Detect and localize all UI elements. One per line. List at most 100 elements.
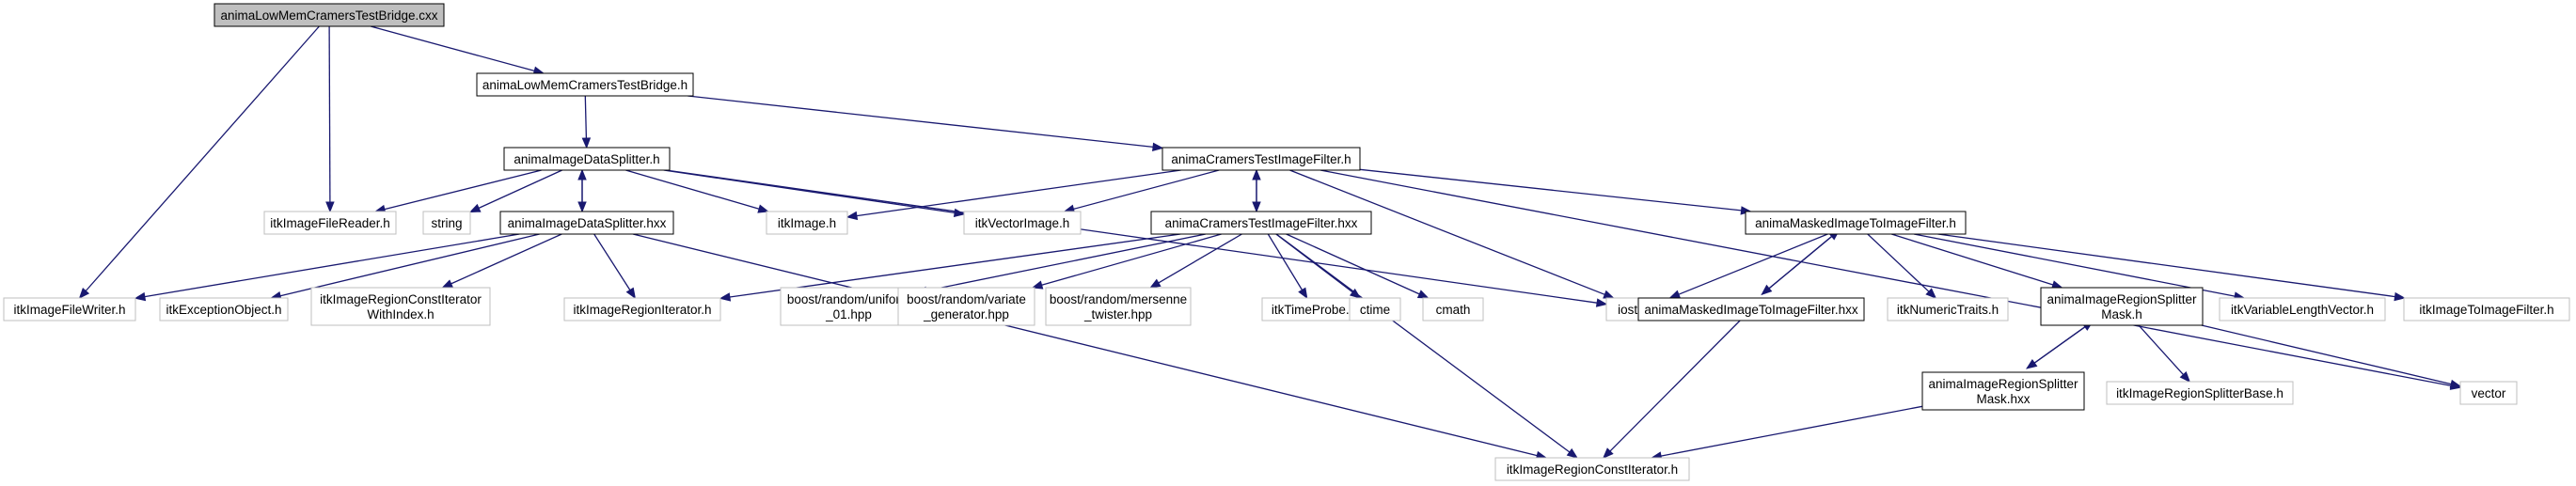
file-node-itkImageFileWriter: itkImageFileWriter.h <box>3 297 136 321</box>
file-node-box <box>1261 297 1367 321</box>
file-node-label: _twister.hpp <box>1083 307 1152 321</box>
file-node-box <box>2459 381 2518 405</box>
file-node-label: animaMaskedImageToImageFilter.hxx <box>1644 303 1858 317</box>
file-node-cramers_h[interactable]: animaCramersTestImageFilter.h <box>1162 147 1361 171</box>
file-node-label: itkImage.h <box>778 216 836 230</box>
file-node-label: string <box>431 216 462 230</box>
file-node-label: animaMaskedImageToImageFilter.h <box>1755 216 1956 230</box>
include-edge-masked_hxx-to-itkRegionConstIterator <box>1609 320 1741 452</box>
file-node-root[interactable]: animaLowMemCramersTestBridge.cxx <box>213 3 445 27</box>
include-edge-regsplit_h-to-itkRegionSplitterBase <box>2138 324 2184 376</box>
file-node-box <box>2403 297 2570 321</box>
file-node-box <box>1637 297 1865 321</box>
file-node-box <box>1162 147 1361 171</box>
file-node-box <box>310 287 491 326</box>
file-node-masked_h[interactable]: animaMaskedImageToImageFilter.h <box>1745 211 1967 235</box>
file-node-itkVariableLengthVector: itkVariableLengthVector.h <box>2219 297 2386 321</box>
include-edge-root-to-itkImageFileReader <box>328 25 331 203</box>
include-edge-splitter_h-to-iostream <box>666 169 1598 304</box>
file-node-box <box>766 211 848 235</box>
include-arrowhead-cramers_hxx-to-itkRegionIterator <box>719 292 732 302</box>
include-edge-masked_h-to-iostream <box>1678 233 1828 295</box>
include-edge-regsplit_hxx-to-regsplit_h <box>2026 326 2086 369</box>
include-arrowhead-regsplit_h-to-itkRegionSplitterBase <box>2179 371 2191 383</box>
file-node-box <box>1745 211 1967 235</box>
file-node-masked_hxx[interactable]: animaMaskedImageToImageFilter.hxx <box>1637 297 1865 321</box>
file-node-box <box>1150 211 1372 235</box>
include-edge-cramers_hxx-to-itkRegionConstIterator <box>1275 233 1571 453</box>
file-node-box <box>2219 297 2386 321</box>
file-node-label: _generator.hpp <box>923 307 1009 321</box>
file-node-label: Mask.h <box>2101 307 2142 321</box>
file-node-label: animaLowMemCramersTestBridge.h <box>482 78 687 92</box>
file-node-label: animaCramersTestImageFilter.hxx <box>1165 216 1358 230</box>
file-node-box <box>499 211 674 235</box>
file-node-splitter_hxx[interactable]: animaImageDataSplitter.hxx <box>499 211 674 235</box>
file-node-box <box>963 211 1082 235</box>
file-node-box <box>3 297 136 321</box>
file-node-bridge_h[interactable]: animaLowMemCramersTestBridge.h <box>476 72 694 97</box>
file-node-box <box>1045 287 1192 326</box>
file-node-box <box>213 3 445 27</box>
file-node-splitter_h[interactable]: animaImageDataSplitter.h <box>503 147 671 171</box>
file-node-label: itkImageToImageFilter.h <box>2419 303 2553 317</box>
file-node-box <box>1921 371 2085 411</box>
file-node-box <box>563 297 721 321</box>
include-edge-splitter_hxx-to-itkExceptionObject <box>279 233 540 297</box>
file-node-box <box>476 72 694 97</box>
include-edge-splitter_h-to-itkImageFileReader <box>384 169 542 211</box>
include-edge-masked_h-to-itkNumericTraits <box>1867 233 1930 292</box>
include-arrowhead-splitter_hxx-to-splitter_h <box>577 168 587 180</box>
include-arrowhead-masked_h-to-itkImageToImageFilter <box>2394 291 2406 302</box>
include-arrowhead-masked_hxx-to-itkRegionConstIterator <box>1602 447 1614 459</box>
file-node-label: itkVectorImage.h <box>975 216 1070 230</box>
include-edge-root-to-itkImageFileWriter <box>85 25 320 291</box>
include-edge-cramers_hxx-to-itkRegionIterator <box>729 233 1181 298</box>
file-node-boost_variate: boost/random/variate_generator.hpp <box>897 287 1035 326</box>
file-node-itkRegionIterator: itkImageRegionIterator.h <box>563 297 721 321</box>
file-node-itkRegionSplitterBase: itkImageRegionSplitterBase.h <box>2106 381 2294 405</box>
file-node-label: boost/random/mersenne <box>1050 292 1187 306</box>
file-node-itkTimeProbe: itkTimeProbe.h <box>1261 297 1367 321</box>
file-node-cmath: cmath <box>1422 297 1484 321</box>
include-edge-root-to-bridge_h <box>370 25 535 72</box>
file-node-label: itkTimeProbe.h <box>1272 303 1356 317</box>
include-edge-cramers_h-to-masked_h <box>1359 168 1742 212</box>
include-arrowhead-cramers_hxx-to-ctime <box>1349 288 1362 299</box>
include-edge-cramers_h-to-itkVectorImage <box>1073 169 1220 211</box>
include-arrowhead-root-to-itkImageFileWriter <box>78 288 90 300</box>
file-node-box <box>503 147 671 171</box>
file-node-label: itkImageRegionConstIterator.h <box>1507 462 1678 477</box>
include-edge-cramers_hxx-to-boost_uniform <box>925 233 1207 291</box>
file-node-itkImageToImageFilter: itkImageToImageFilter.h <box>2403 297 2570 321</box>
file-node-label: itkNumericTraits.h <box>1897 303 1999 317</box>
include-edge-bridge_h-to-cramers_h <box>687 95 1154 149</box>
file-node-label: animaCramersTestImageFilter.h <box>1171 152 1351 166</box>
file-node-label: animaLowMemCramersTestBridge.cxx <box>220 8 437 23</box>
include-edge-cramers_hxx-to-boost_mersenne <box>1158 233 1242 284</box>
include-arrowhead-root-to-itkImageFileReader <box>325 201 335 213</box>
file-node-box <box>897 287 1035 326</box>
file-node-cramers_hxx[interactable]: animaCramersTestImageFilter.hxx <box>1150 211 1372 235</box>
file-node-label: boost/random/variate <box>907 292 1026 306</box>
file-node-label: boost/random/uniform <box>787 292 910 306</box>
file-node-vector: vector <box>2459 381 2518 405</box>
file-node-label: _01.hpp <box>825 307 872 321</box>
file-node-itkImage: itkImage.h <box>766 211 848 235</box>
include-edge-cramers_h-to-iostream <box>1289 169 1605 295</box>
include-edge-splitter_h-to-string <box>478 169 562 209</box>
file-node-label: itkVariableLengthVector.h <box>2231 303 2374 317</box>
include-arrowhead-cramers_hxx-to-itkTimeProbe <box>1298 287 1308 300</box>
include-arrowhead-splitter_hxx-to-itkRegionIterator <box>625 287 637 300</box>
include-arrowhead-masked_h-to-itkNumericTraits <box>1925 288 1937 299</box>
include-edge-masked_h-to-itkImageToImageFilter <box>1937 233 2395 298</box>
include-edge-cramers_h-to-itkImage <box>856 169 1181 217</box>
file-node-box <box>263 211 397 235</box>
file-node-itkRegionConstIterator: itkImageRegionConstIterator.h <box>1494 457 1690 481</box>
file-node-itkNumericTraits: itkNumericTraits.h <box>1887 297 2009 321</box>
file-node-label: itkImageRegionIterator.h <box>573 303 711 317</box>
file-node-boost_mersenne: boost/random/mersenne_twister.hpp <box>1045 287 1192 326</box>
